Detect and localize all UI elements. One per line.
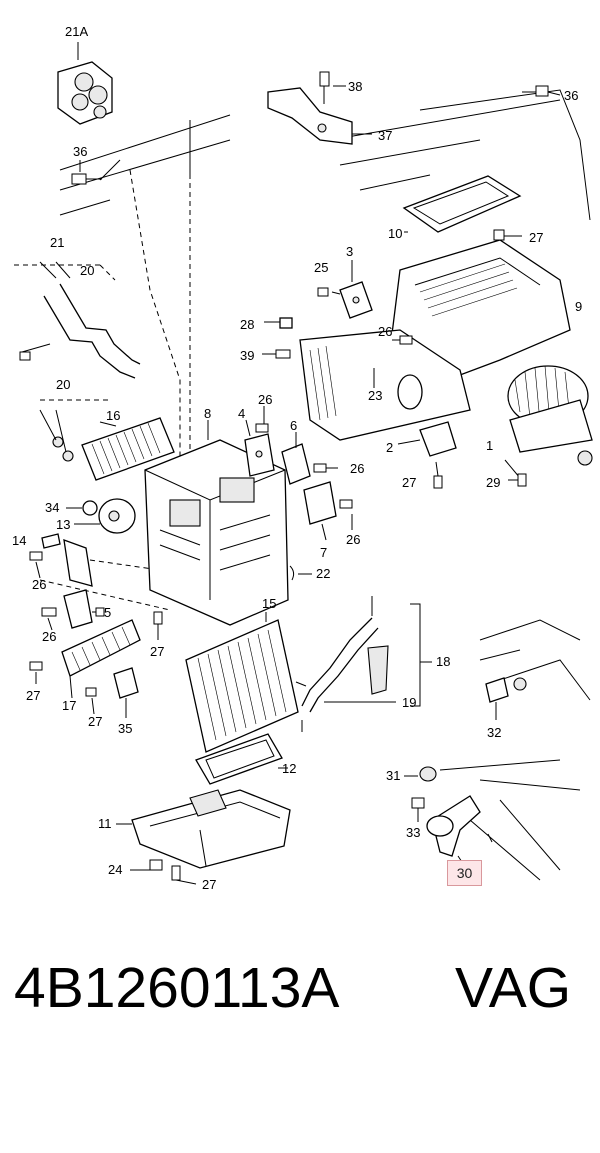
callout-36-right: 36: [564, 88, 578, 103]
part-number: 4B1260113A: [14, 956, 340, 1020]
callout-32: 32: [487, 725, 501, 740]
callout-27-bottom: 27: [202, 877, 216, 892]
part-9-upper-housing: [299, 239, 593, 479]
callout-26-14: 26: [32, 577, 46, 592]
part-info: 4B1260113A VAG: [0, 955, 600, 1035]
callout-19: 19: [402, 695, 416, 710]
callout-27-17: 27: [26, 688, 40, 703]
part-37-bracket: [267, 71, 372, 145]
part-39-screw: [262, 349, 291, 359]
callout-25: 25: [314, 260, 328, 275]
part-34-cap: [66, 500, 98, 516]
highlighted-callout-30: 30: [447, 860, 482, 886]
part-16-heater-core: [39, 409, 175, 481]
part-6-actuator: [281, 432, 338, 485]
part-18-hose: [295, 596, 432, 732]
screw-26-mid: [95, 607, 105, 617]
callout-34: 34: [45, 500, 59, 515]
callout-24: 24: [108, 862, 122, 877]
part-30-drain-elbow: [404, 759, 581, 881]
callout-18: 18: [436, 654, 450, 669]
callout-27-blower: 27: [402, 475, 416, 490]
screw-27-blower: [433, 475, 443, 489]
callout-36-left: 36: [73, 144, 87, 159]
callout-20-lower: 20: [56, 377, 70, 392]
callout-2: 2: [386, 440, 393, 455]
callout-27-35: 27: [88, 714, 102, 729]
callout-11: 11: [98, 816, 112, 831]
part-28-clip: [264, 317, 293, 329]
callout-16: 16: [106, 408, 120, 423]
part-8-main-housing: [144, 420, 289, 626]
exploded-parts-diagram: 21A 38 36 37 36 21 20 10 27 3 25 9 28 26…: [12, 24, 593, 892]
callout-21: 21: [50, 235, 64, 250]
part-11-lower-housing: [116, 789, 291, 885]
callout-26-7: 26: [346, 532, 360, 547]
callout-17: 17: [62, 698, 76, 713]
callout-21a: 21A: [65, 24, 88, 39]
callout-37: 37: [378, 128, 392, 143]
callout-4: 4: [238, 406, 245, 421]
part-17-heater-element: [29, 619, 141, 699]
part-13-seal: [74, 498, 136, 534]
callout-26-upper: 26: [378, 324, 392, 339]
callout-31: 31: [386, 768, 400, 783]
part-10-gasket: [402, 175, 522, 233]
callout-22: 22: [316, 566, 330, 581]
part-35-connector: [85, 667, 139, 718]
callout-14: 14: [12, 533, 26, 548]
part-15-exchanger: [185, 612, 299, 753]
part-5-bracket: [41, 589, 104, 631]
callout-12: 12: [282, 761, 296, 776]
callout-15: 15: [262, 596, 276, 611]
part-3-actuator: [317, 260, 413, 345]
part-22-clip: [289, 565, 312, 581]
vehicle-body-outline: [14, 89, 591, 611]
callout-1: 1: [486, 438, 493, 453]
callout-27-upper: 27: [529, 230, 543, 245]
screw-27-upper-right: [493, 229, 522, 241]
callout-13: 13: [56, 517, 70, 532]
callout-5: 5: [104, 605, 111, 620]
callout-10: 10: [388, 226, 402, 241]
callout-27-mid: 27: [150, 644, 164, 659]
part-23-cylinder: [373, 368, 423, 410]
callout-6: 6: [290, 418, 297, 433]
callout-29: 29: [486, 475, 500, 490]
callout-35: 35: [118, 721, 132, 736]
part-4-actuator: [244, 406, 275, 477]
bolt-36-right: [522, 85, 561, 97]
callout-26-6: 26: [350, 461, 364, 476]
part-2-servo: [397, 421, 457, 477]
callout-8: 8: [204, 406, 211, 421]
callout-20-upper: 20: [80, 263, 94, 278]
part-12-seal-frame: [195, 733, 288, 785]
bolt-36-left: [71, 160, 102, 185]
part-21a-grommet: [57, 42, 113, 125]
screw-29-blower: [508, 473, 527, 487]
callout-3: 3: [346, 244, 353, 259]
part-21-pipes: [19, 261, 141, 379]
callout-7: 7: [320, 545, 327, 560]
callout-26-5: 26: [42, 629, 56, 644]
callout-33: 33: [406, 825, 420, 840]
brand-label: VAG: [455, 956, 572, 1020]
callout-26-4: 26: [258, 392, 272, 407]
part-32-grommet: [479, 619, 591, 720]
callout-28: 28: [240, 317, 254, 332]
callout-9: 9: [575, 299, 582, 314]
callout-23: 23: [368, 388, 382, 403]
callout-39: 39: [240, 348, 254, 363]
screw-27-lower-left: [153, 611, 163, 640]
part-7-actuator: [303, 481, 353, 541]
part-14-bracket: [29, 533, 93, 587]
callout-38: 38: [348, 79, 362, 94]
callout-labels: 21A 38 36 37 36 21 20 10 27 3 25 9 28 26…: [12, 24, 582, 892]
